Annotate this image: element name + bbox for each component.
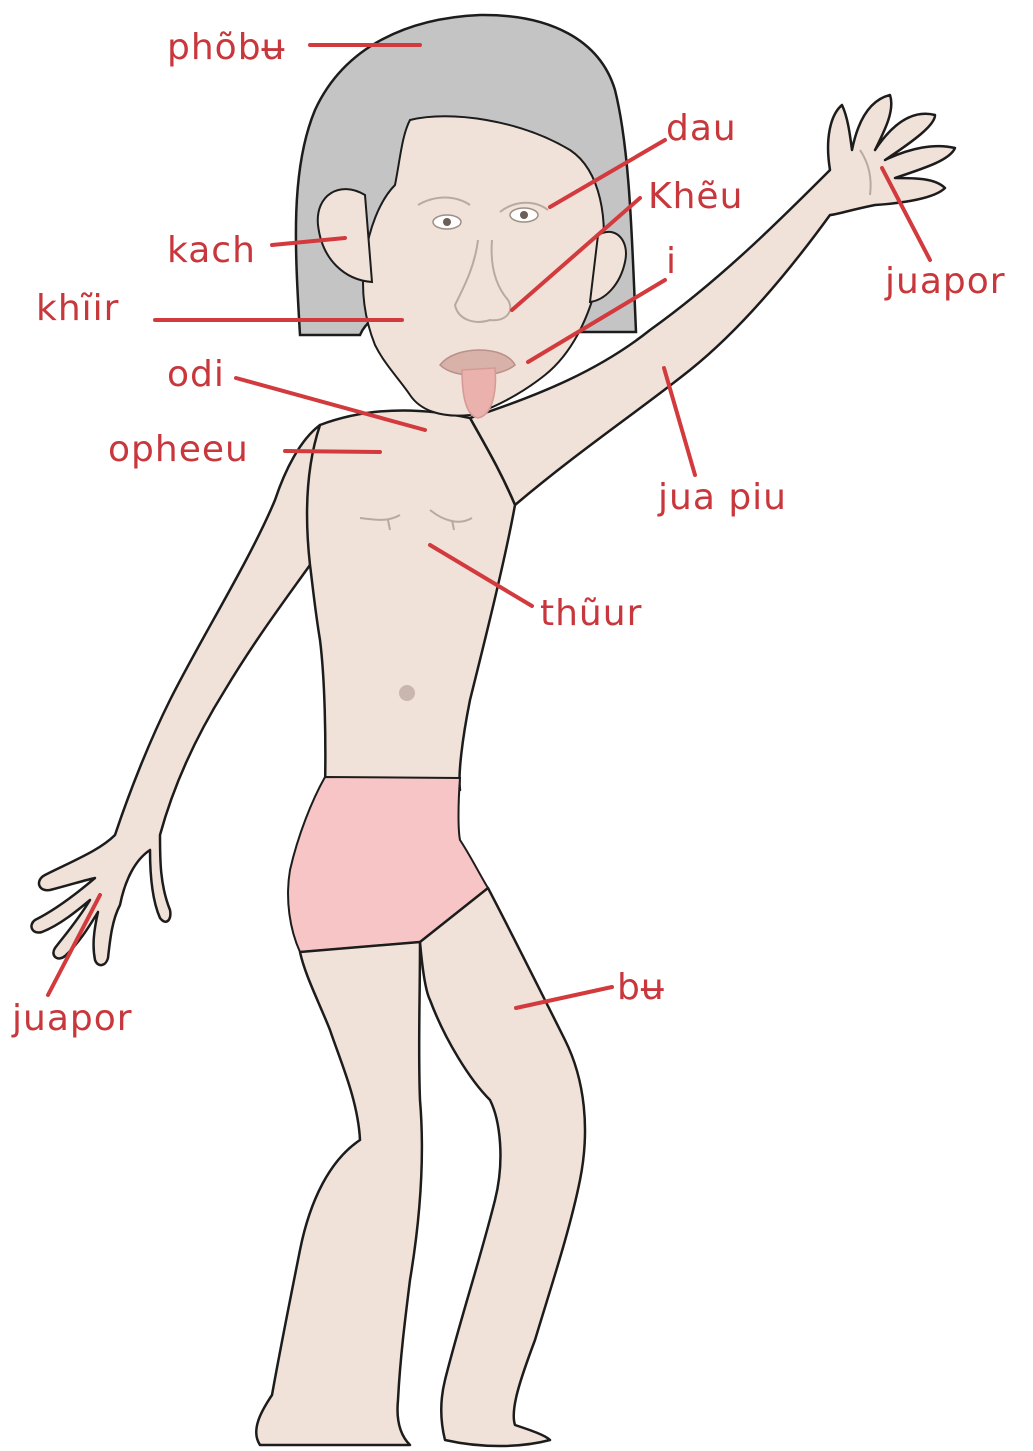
left-leg xyxy=(256,942,422,1445)
label-right-hand: juapor xyxy=(884,261,1006,302)
lowered-arm xyxy=(31,425,320,965)
label-left-hand: juapor xyxy=(11,998,133,1039)
label-nose: Khẽu xyxy=(648,176,743,217)
right-leg xyxy=(420,888,585,1446)
label-cheek: khĩir xyxy=(36,288,119,329)
label-hair: phõbʉ xyxy=(167,27,285,68)
label-chest: thũur xyxy=(540,593,642,634)
label-ear: kach xyxy=(167,230,256,271)
label-thigh: bʉ xyxy=(617,967,665,1008)
label-mouth: i xyxy=(666,241,677,282)
leader-upper-arm xyxy=(664,368,695,475)
navel xyxy=(399,685,415,701)
torso xyxy=(307,411,515,790)
label-shoulder: opheeu xyxy=(108,429,249,470)
label-eyebrow: dau xyxy=(666,108,737,149)
label-neck: odi xyxy=(167,354,225,395)
label-upper-arm: jua piu xyxy=(657,477,787,518)
leader-shoulder xyxy=(285,451,380,452)
